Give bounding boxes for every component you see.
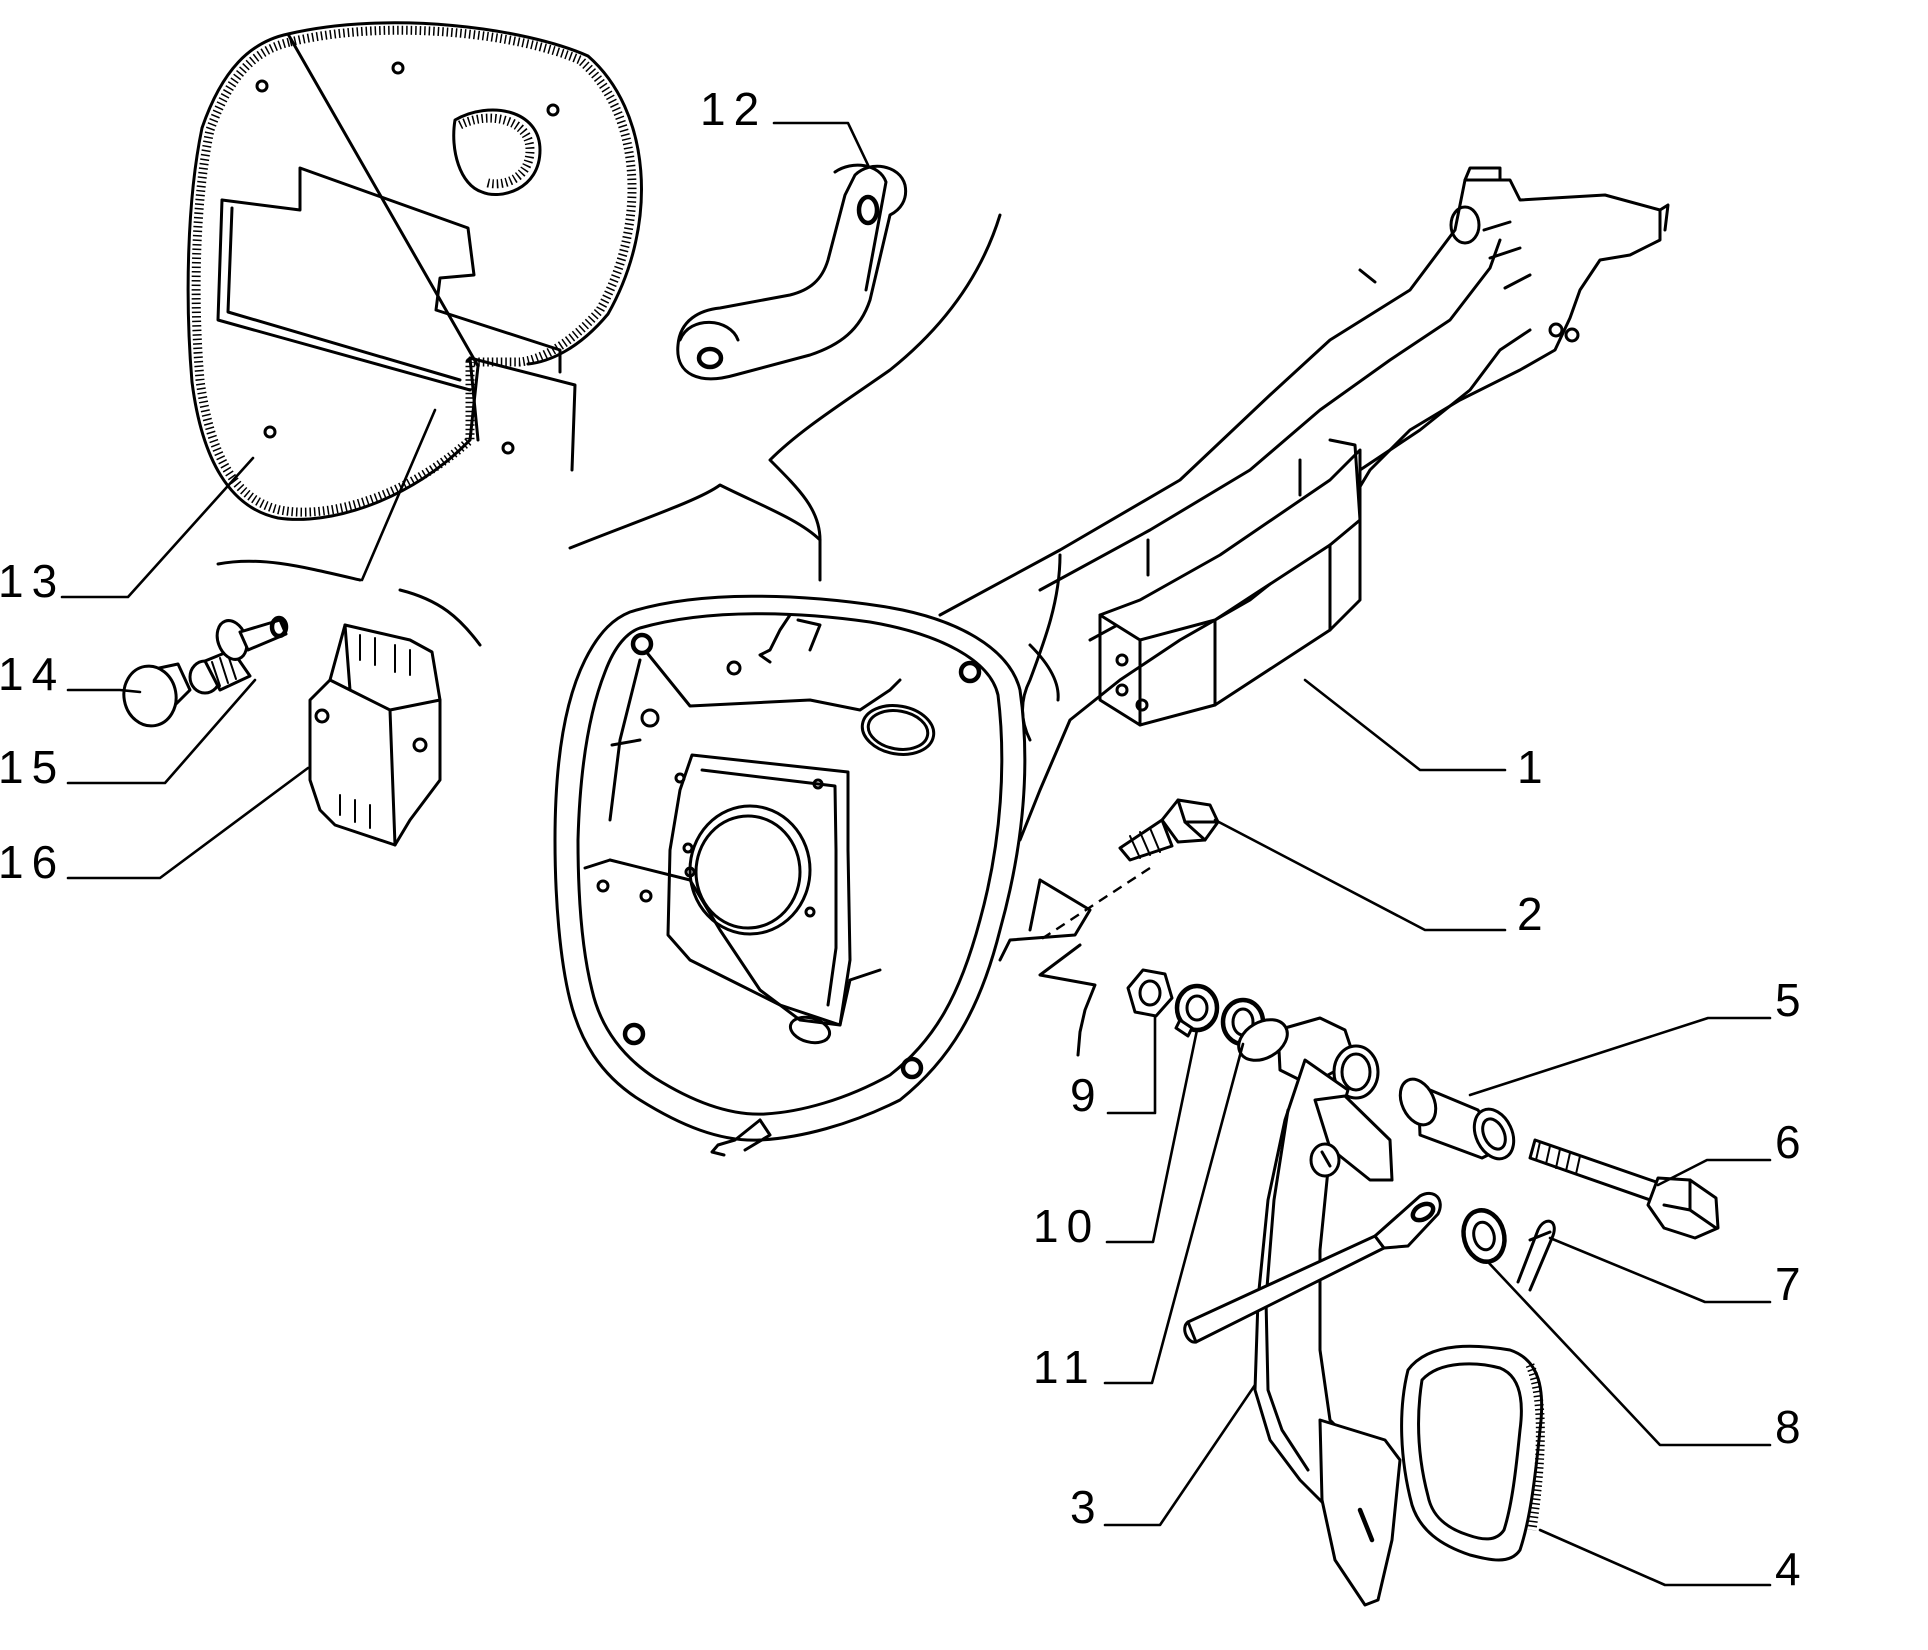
leader-11 <box>1103 1042 1245 1385</box>
leader-10 <box>1105 1028 1199 1244</box>
leader-7 <box>1548 1236 1772 1304</box>
leader-6 <box>1656 1158 1772 1187</box>
callout-14: 14 <box>0 648 65 700</box>
part-14-plug <box>122 662 192 728</box>
part-2-mount-edge <box>1038 943 1097 1057</box>
leader-13b <box>360 408 437 582</box>
leader-2 <box>1213 818 1507 932</box>
leader-lines <box>60 121 1772 1587</box>
leader-8 <box>1486 1260 1772 1447</box>
leader-1 <box>1303 678 1507 772</box>
part-15-stud <box>188 615 289 695</box>
leader-14 <box>66 688 142 694</box>
callout-11: 11 <box>1033 1341 1097 1393</box>
part-6-pivot-bolt <box>1528 1138 1720 1240</box>
leader-16 <box>66 766 310 880</box>
callout-16: 16 <box>0 836 65 888</box>
leader-5 <box>1468 1016 1772 1097</box>
callout-2: 2 <box>1517 888 1551 940</box>
part-9-nut <box>1126 968 1174 1018</box>
part-1-pedal-bracket-assembly <box>553 166 1670 1157</box>
part-7-cotter-pin <box>1516 1219 1556 1292</box>
part-16-connector <box>308 623 442 847</box>
leader-15 <box>66 678 257 785</box>
part-8-washer <box>1461 1208 1507 1264</box>
callout-labels: 1 2 3 4 5 6 7 8 9 10 11 12 13 14 15 16 <box>0 83 1809 1595</box>
leader-9 <box>1106 1014 1157 1115</box>
part-2-bolt <box>1039 798 1220 942</box>
callout-13: 13 <box>0 555 65 607</box>
leader-12 <box>772 121 870 167</box>
part-5-bushing <box>1398 1077 1516 1161</box>
callout-4: 4 <box>1775 1543 1809 1595</box>
part-12-bracket <box>676 163 908 381</box>
callout-6: 6 <box>1775 1116 1809 1168</box>
callout-8: 8 <box>1775 1401 1809 1453</box>
leader-13 <box>60 456 255 599</box>
callout-10: 10 <box>1033 1200 1100 1252</box>
firewall-outline-lines <box>216 213 1002 647</box>
callout-3: 3 <box>1070 1481 1104 1533</box>
callout-9: 9 <box>1070 1069 1104 1121</box>
callout-1: 1 <box>1517 741 1551 793</box>
callout-7: 7 <box>1775 1258 1809 1310</box>
callout-5: 5 <box>1775 974 1809 1026</box>
part-3-pedal <box>1183 1016 1442 1607</box>
callout-12: 12 <box>700 83 767 135</box>
callout-15: 15 <box>0 741 65 793</box>
leader-3 <box>1103 1383 1257 1527</box>
part-10-lock-washer <box>1174 983 1220 1038</box>
leader-4 <box>1538 1528 1772 1587</box>
part-4-pedal-pad <box>1400 1344 1545 1562</box>
part-13-insulation-pad <box>186 21 643 521</box>
